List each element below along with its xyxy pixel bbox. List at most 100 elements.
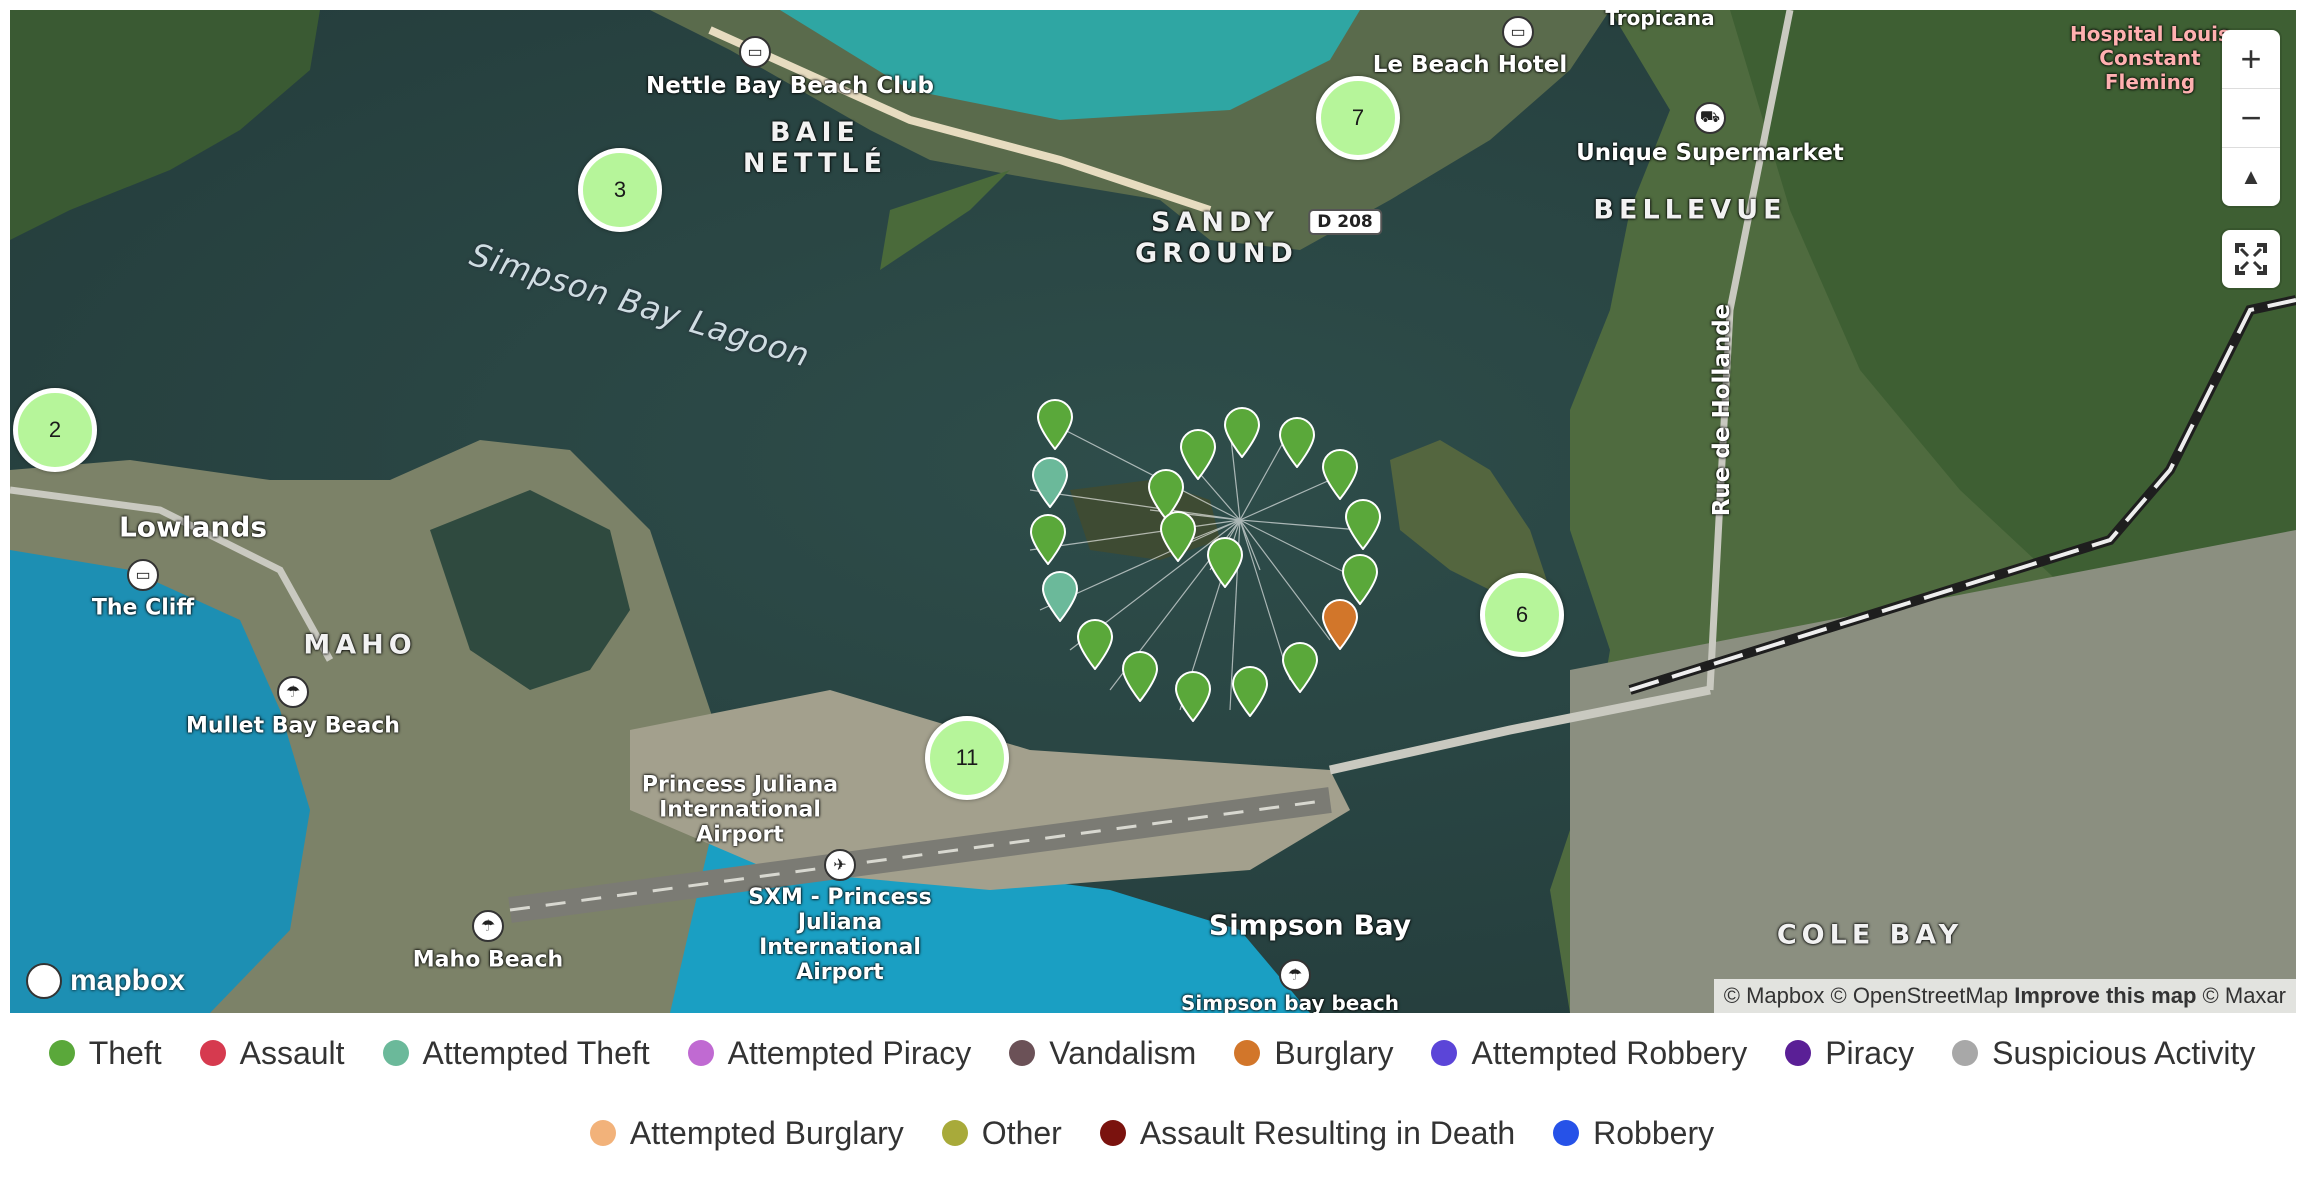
attribution-osm-link[interactable]: © OpenStreetMap — [1830, 983, 2009, 1008]
cluster-marker[interactable]: 6 — [1480, 573, 1564, 657]
mapbox-logo-icon — [26, 963, 62, 999]
label-baie-nettle: BAIE NETTLÉ — [742, 117, 888, 179]
legend-row: Attempted Burglary Other Assault Resulting… — [0, 1093, 2304, 1173]
map-pin-icon[interactable] — [1344, 498, 1382, 551]
mapbox-logo-text: mapbox — [70, 964, 186, 997]
legend-item-piracy[interactable]: Piracy — [1785, 1035, 1914, 1072]
label-le-beach-hotel: Le Beach Hotel — [1372, 52, 1568, 78]
hotel-icon[interactable]: ▭ — [739, 36, 771, 68]
legend-label: Attempted Piracy — [727, 1034, 972, 1071]
compass-icon: ▲ — [2240, 164, 2262, 189]
legend-item-attempted-piracy[interactable]: Attempted Piracy — [687, 1034, 972, 1072]
map-pin-icon[interactable] — [1036, 398, 1074, 451]
map-pin-icon[interactable] — [1159, 510, 1197, 563]
legend-swatch — [1553, 1120, 1580, 1146]
label-hospital: Hospital Louis Constant Fleming — [2070, 22, 2230, 94]
legend-item-assault-resulting-in-death[interactable]: Assault Resulting in Death — [1099, 1114, 1516, 1152]
legend-row: Theft Assault Attempted Theft Attempted Pir… — [0, 1013, 2304, 1093]
improve-map-link[interactable]: Improve this map — [2014, 983, 2197, 1008]
map-attribution: © Mapbox © OpenStreetMap Improve this ma… — [1713, 979, 2296, 1013]
map-pin-icon[interactable] — [1029, 513, 1067, 566]
road-shield-d208: D 208 — [1308, 209, 1382, 235]
label-maho: MAHO — [303, 629, 417, 661]
cluster-marker[interactable]: 2 — [13, 388, 97, 472]
map-pin-icon[interactable] — [1341, 553, 1379, 606]
label-bellevue: BELLEVUE — [1593, 194, 1787, 226]
label-lowlands: Lowlands — [118, 510, 268, 544]
legend-item-burglary[interactable]: Burglary — [1234, 1035, 1393, 1072]
label-cole-bay: COLE BAY — [1776, 919, 1964, 951]
map-pin-icon[interactable] — [1174, 670, 1212, 723]
map-view[interactable]: Tropicana Hospital Louis Constant Flemin… — [10, 10, 2296, 1013]
fullscreen-button[interactable] — [2222, 230, 2280, 288]
legend-swatch — [1099, 1120, 1126, 1146]
map-pin-icon[interactable] — [1281, 641, 1319, 694]
legend-item-vandalism[interactable]: Vandalism — [1009, 1035, 1196, 1072]
map-pin-icon[interactable] — [1206, 536, 1244, 589]
mapbox-logo[interactable]: mapbox — [26, 963, 185, 999]
beach-umbrella-icon[interactable]: ☂ — [277, 676, 309, 708]
legend-swatch — [1234, 1040, 1261, 1066]
map-pin-icon[interactable] — [1076, 618, 1114, 671]
map-pin-icon[interactable] — [1231, 665, 1269, 718]
legend-label: Robbery — [1593, 1114, 1715, 1151]
label-sandy-ground: SANDY GROUND — [1135, 207, 1298, 269]
zoom-out-button[interactable]: − — [2222, 89, 2280, 148]
legend-label: Piracy — [1825, 1034, 1915, 1071]
map-pin-icon[interactable] — [1121, 650, 1159, 703]
legend-item-attempted-robbery[interactable]: Attempted Robbery — [1431, 1035, 1747, 1072]
beach-umbrella-icon[interactable]: ☂ — [1279, 959, 1311, 991]
attribution-mapbox-link[interactable]: © Mapbox — [1723, 983, 1825, 1008]
map-pin-icon[interactable] — [1179, 428, 1217, 481]
legend-item-attempted-theft[interactable]: Attempted Theft — [382, 1035, 650, 1072]
legend-label: Assault — [239, 1034, 345, 1071]
legend-label: Theft — [88, 1034, 162, 1071]
legend-swatch — [941, 1120, 968, 1146]
zoom-in-button[interactable]: + — [2222, 30, 2280, 89]
map-pin-icon[interactable] — [1278, 416, 1316, 469]
legend-item-theft[interactable]: Theft — [48, 1034, 162, 1072]
legend-label: Attempted Burglary — [629, 1114, 904, 1151]
cluster-marker[interactable]: 7 — [1316, 76, 1400, 160]
label-maho-beach: Maho Beach — [412, 947, 564, 973]
label-princess-juliana-airport: Princess Juliana International Airport — [641, 772, 839, 848]
attribution-maxar-link[interactable]: © Maxar — [2202, 983, 2286, 1008]
map-pin-icon[interactable] — [1321, 448, 1359, 501]
label-simpson-bay-beach: Simpson bay beach — [1181, 991, 1399, 1013]
map-pin-icon[interactable] — [1147, 468, 1185, 521]
cluster-marker[interactable]: 11 — [925, 716, 1009, 800]
label-tropicana: Tropicana — [1605, 10, 1715, 30]
legend-label: Attempted Robbery — [1471, 1034, 1748, 1071]
airport-icon[interactable]: ✈ — [824, 849, 856, 881]
label-simpson-bay: Simpson Bay — [1208, 908, 1412, 942]
legend-item-assault[interactable]: Assault — [199, 1034, 345, 1072]
legend-swatch — [382, 1040, 409, 1066]
legend-swatch — [1952, 1040, 1979, 1066]
map-pin-icon[interactable] — [1223, 406, 1261, 459]
legend-item-attempted-burglary[interactable]: Attempted Burglary — [589, 1114, 904, 1152]
hotel-icon[interactable]: ▭ — [1502, 16, 1534, 48]
cluster-marker[interactable]: 3 — [578, 148, 662, 232]
legend-swatch — [589, 1120, 616, 1146]
map-pin-icon[interactable] — [1041, 570, 1079, 623]
label-rue-de-hollande: Rue de Hollande — [1709, 303, 1735, 517]
legend-swatch — [48, 1040, 75, 1066]
label-sxm-airport: SXM - Princess Juliana International Air… — [748, 885, 932, 985]
map-pin-icon[interactable] — [1321, 598, 1359, 651]
shopping-cart-icon[interactable]: ⛟ — [1694, 102, 1726, 134]
hotel-icon[interactable]: ▭ — [127, 559, 159, 591]
legend-label: Assault Resulting in Death — [1139, 1114, 1516, 1151]
map-zoom-controls: + − ▲ — [2222, 30, 2280, 206]
legend-label: Other — [981, 1114, 1062, 1151]
beach-umbrella-icon[interactable]: ☂ — [472, 910, 504, 942]
compass-button[interactable]: ▲ — [2222, 148, 2280, 206]
legend-swatch — [199, 1040, 226, 1066]
legend-label: Suspicious Activity — [1992, 1034, 2256, 1071]
legend-label: Vandalism — [1049, 1034, 1197, 1071]
legend-item-suspicious-activity[interactable]: Suspicious Activity — [1952, 1035, 2255, 1072]
legend-item-other[interactable]: Other — [941, 1114, 1062, 1152]
map-pin-icon[interactable] — [1031, 456, 1069, 509]
legend-swatch — [1431, 1040, 1458, 1066]
legend-swatch — [1785, 1040, 1812, 1066]
legend-item-robbery[interactable]: Robbery — [1553, 1115, 1714, 1152]
